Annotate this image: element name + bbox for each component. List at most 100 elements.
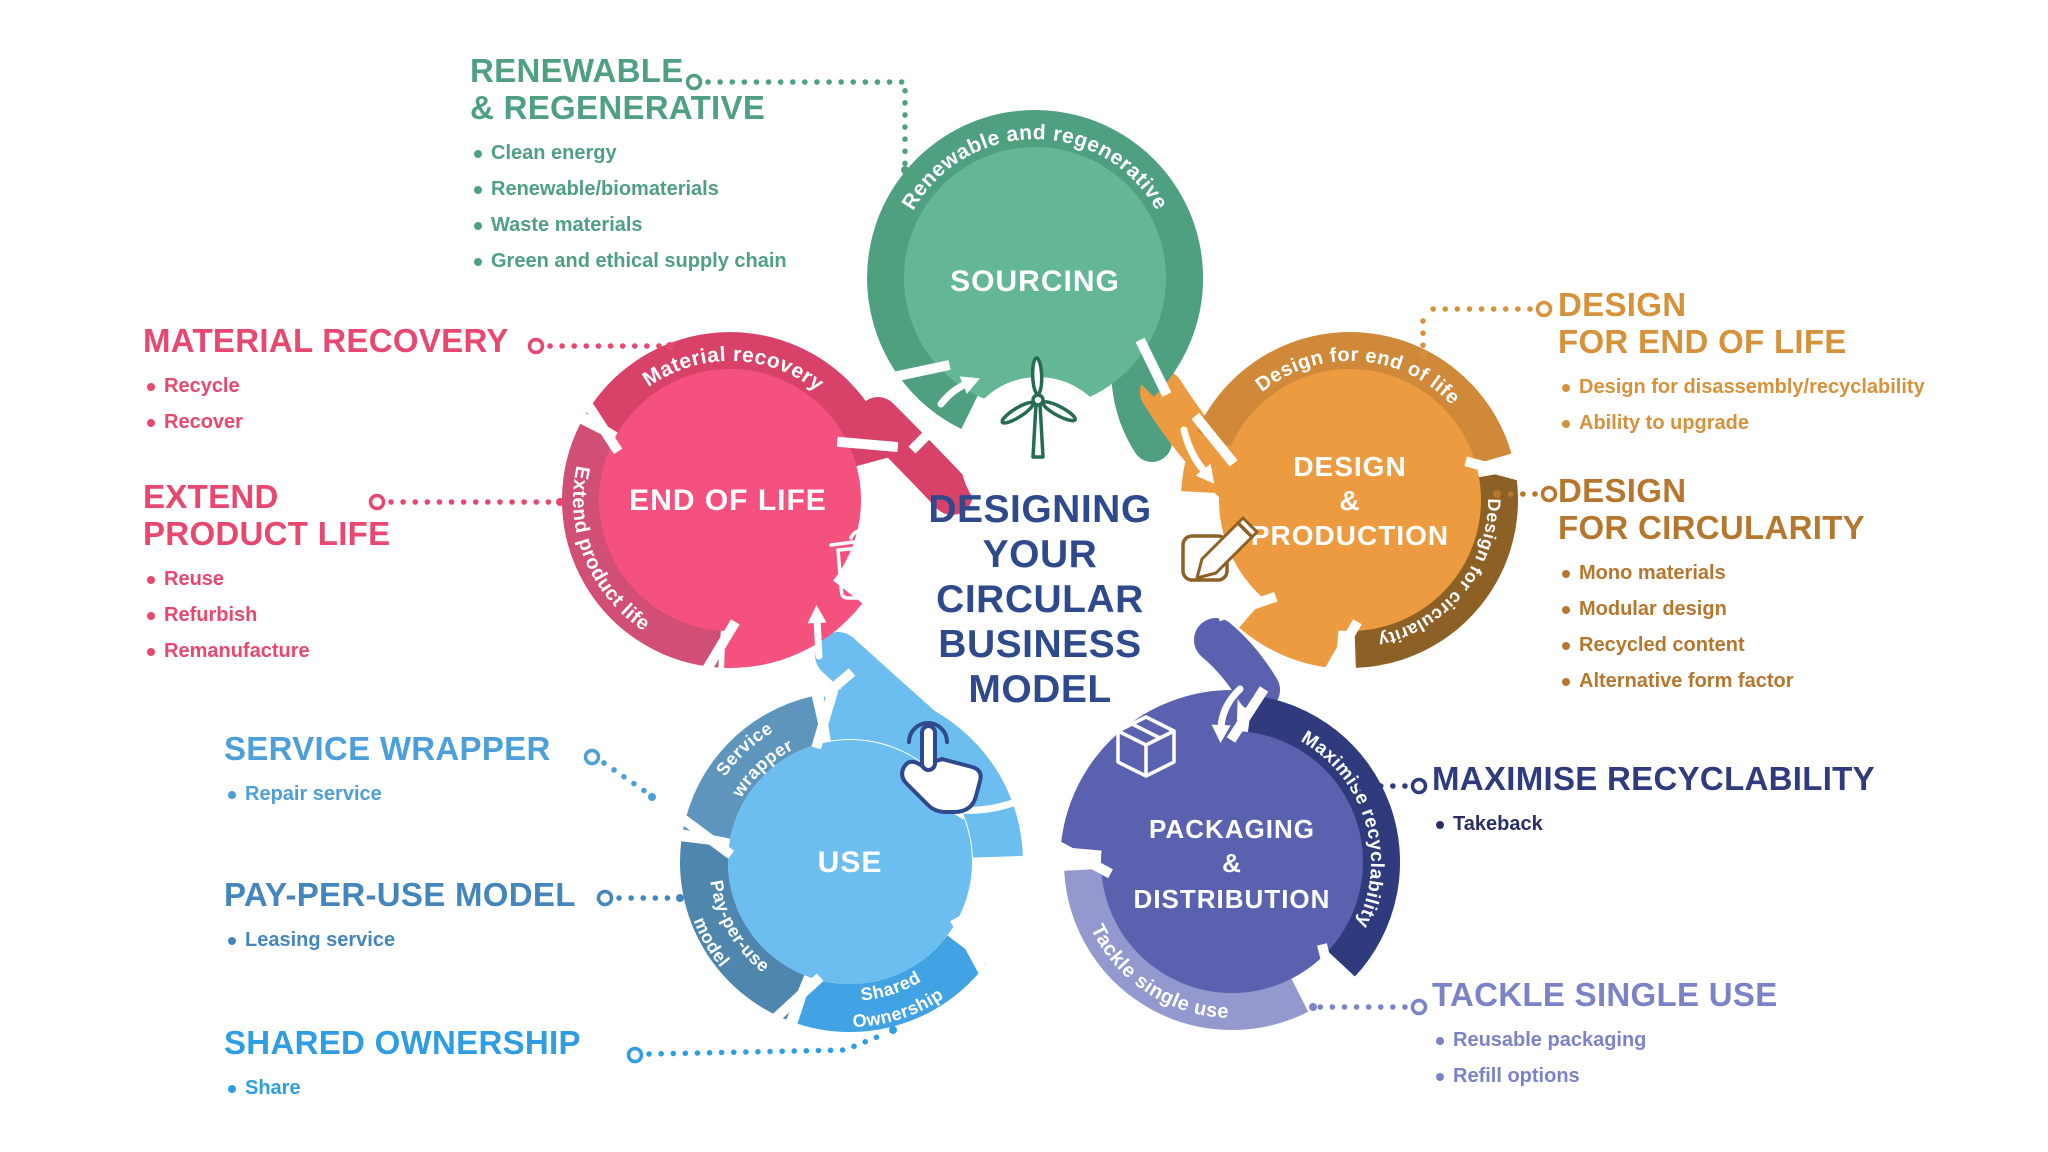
ring-segment — [724, 579, 863, 668]
bullet-item: Takeback — [1436, 813, 1875, 836]
bullet-item: Green and ethical supply chain — [474, 250, 787, 273]
end-of-life-label: END OF LIFE — [629, 484, 827, 517]
leader-ring-dot-icon — [556, 498, 564, 506]
bullet-item: Mono materials — [1562, 562, 1865, 585]
ring-segment — [1239, 597, 1340, 669]
callout-heading: MATERIAL RECOVERY — [143, 322, 509, 359]
flow-arrow-head-icon — [1211, 724, 1231, 743]
bullet-item: Recycle — [147, 375, 509, 398]
bullet-item: Clean energy — [474, 142, 787, 165]
callout-renewable-regenerative: RENEWABLE & REGENERATIVE Clean energy Re… — [470, 52, 787, 273]
use-label: USE — [818, 846, 883, 879]
bullet-dot-icon — [147, 382, 155, 391]
bullet-list: Recycle Recover — [147, 375, 509, 434]
leader-end-circle-icon — [1410, 998, 1428, 1016]
bullet-dot-icon — [474, 149, 482, 158]
bullet-item: Design for disassembly/recyclability — [1562, 376, 1925, 399]
leader-ring-dot-icon — [1309, 1003, 1317, 1011]
flow-arrow-head-icon — [807, 605, 827, 624]
bullet-dot-icon — [1562, 605, 1570, 614]
bullet-dot-icon — [147, 575, 155, 584]
leader-pay-per-use — [596, 889, 684, 907]
callout-heading: DESIGN — [1558, 472, 1687, 509]
bullet-item: Renewable/biomaterials — [474, 178, 787, 201]
callout-tackle-single-use: TACKLE SINGLE USE Reusable packaging Ref… — [1432, 976, 1778, 1088]
ring-gap-slash — [908, 420, 942, 454]
dotted-leader-line — [601, 760, 649, 795]
ring-segment — [822, 689, 1023, 859]
swoosh-arm — [1112, 365, 1172, 462]
leader-end-circle-icon — [1540, 485, 1558, 503]
callout-maximise-recyclability: MAXIMISE RECYCLABILITY Takeback — [1432, 760, 1875, 836]
ring-segment — [586, 332, 893, 467]
bullet-dot-icon — [147, 418, 155, 427]
callout-heading: DESIGN — [1558, 286, 1687, 323]
ring-gap-slash — [1464, 456, 1526, 482]
ring-segment — [1064, 868, 1309, 1031]
flow-arrows — [807, 376, 1244, 820]
bullet-dot-icon — [1562, 383, 1570, 392]
ring-gap-slash — [950, 916, 988, 975]
packaging-label: PACKAGING — [1149, 814, 1315, 844]
bullet-dot-icon — [474, 257, 482, 266]
bullet-item: Remanufacture — [147, 640, 390, 663]
bullet-list: Reusable packaging Refill options — [1436, 1029, 1778, 1088]
tap-hand-icon — [900, 721, 983, 814]
design-label: DESIGN — [1293, 451, 1406, 482]
ring-gap-slash — [580, 397, 623, 455]
bullet-dot-icon — [1436, 1036, 1444, 1045]
bullet-dot-icon — [228, 790, 236, 799]
leader-material-recovery — [527, 337, 674, 355]
ring-gap-slash — [1135, 337, 1172, 397]
leader-shared-ownership — [626, 1026, 897, 1064]
leader-ring-dot-icon — [648, 793, 656, 801]
ring-segment — [1196, 332, 1512, 465]
bullet-list: Design for disassembly/recyclability Abi… — [1562, 376, 1925, 435]
dotted-leader-line — [1420, 306, 1533, 352]
leader-end-circle-icon — [685, 73, 703, 91]
leader-ring-dot-icon — [666, 342, 674, 350]
use-inner-circle — [728, 740, 972, 984]
callout-heading: TACKLE SINGLE USE — [1432, 976, 1778, 1013]
title-line: BUSINESS — [938, 623, 1142, 666]
ring-gap-slash — [699, 619, 740, 677]
leader-ring-dot-icon — [676, 894, 684, 902]
bullet-dot-icon — [147, 647, 155, 656]
callout-heading: PAY-PER-USE MODEL — [224, 876, 576, 913]
bullet-list: Takeback — [1436, 813, 1875, 836]
bullet-item: Waste materials — [474, 214, 787, 237]
ring-segment — [680, 841, 805, 1020]
ring-gap-slash — [1317, 943, 1342, 1005]
sourcing-label: SOURCING — [950, 265, 1120, 298]
bullet-list: Reuse Refurbish Remanufacture — [147, 568, 390, 663]
leader-end-circle-icon — [626, 1046, 644, 1064]
bullet-dot-icon — [474, 185, 482, 194]
sourcing-inner-circle — [904, 147, 1166, 409]
leader-end-circle-icon — [583, 748, 601, 766]
title-line: DESIGNING — [928, 488, 1152, 531]
leader-end-circle-icon — [596, 889, 614, 907]
leader-design-for-end-of-life — [1419, 300, 1553, 359]
leader-extend-product-life — [368, 493, 564, 511]
bullet-item: Refurbish — [147, 604, 390, 627]
callout-extend-product-life: EXTEND PRODUCT LIFE Reuse Refurbish Rema… — [143, 478, 390, 663]
bullet-dot-icon — [1562, 569, 1570, 578]
design-inner-circle — [1219, 369, 1481, 631]
callout-service-wrapper: SERVICE WRAPPER Repair service — [224, 730, 551, 806]
bullet-item: Repair service — [228, 783, 551, 806]
callout-heading: SHARED OWNERSHIP — [224, 1024, 581, 1061]
bullet-list: Mono materials Modular design Recycled c… — [1562, 562, 1865, 693]
leader-design-for-circularity — [1493, 485, 1558, 503]
ring-segment — [1354, 470, 1518, 668]
callout-design-for-circularity: DESIGN FOR CIRCULARITY Mono materials Mo… — [1558, 472, 1865, 693]
bullet-dot-icon — [228, 936, 236, 945]
callout-heading: RENEWABLE — [470, 52, 684, 89]
leader-ring-dot-icon — [901, 166, 909, 174]
ring-gap-slash — [888, 360, 951, 383]
dotted-leader-line — [646, 1030, 890, 1057]
bullet-item: Refill options — [1436, 1065, 1778, 1088]
